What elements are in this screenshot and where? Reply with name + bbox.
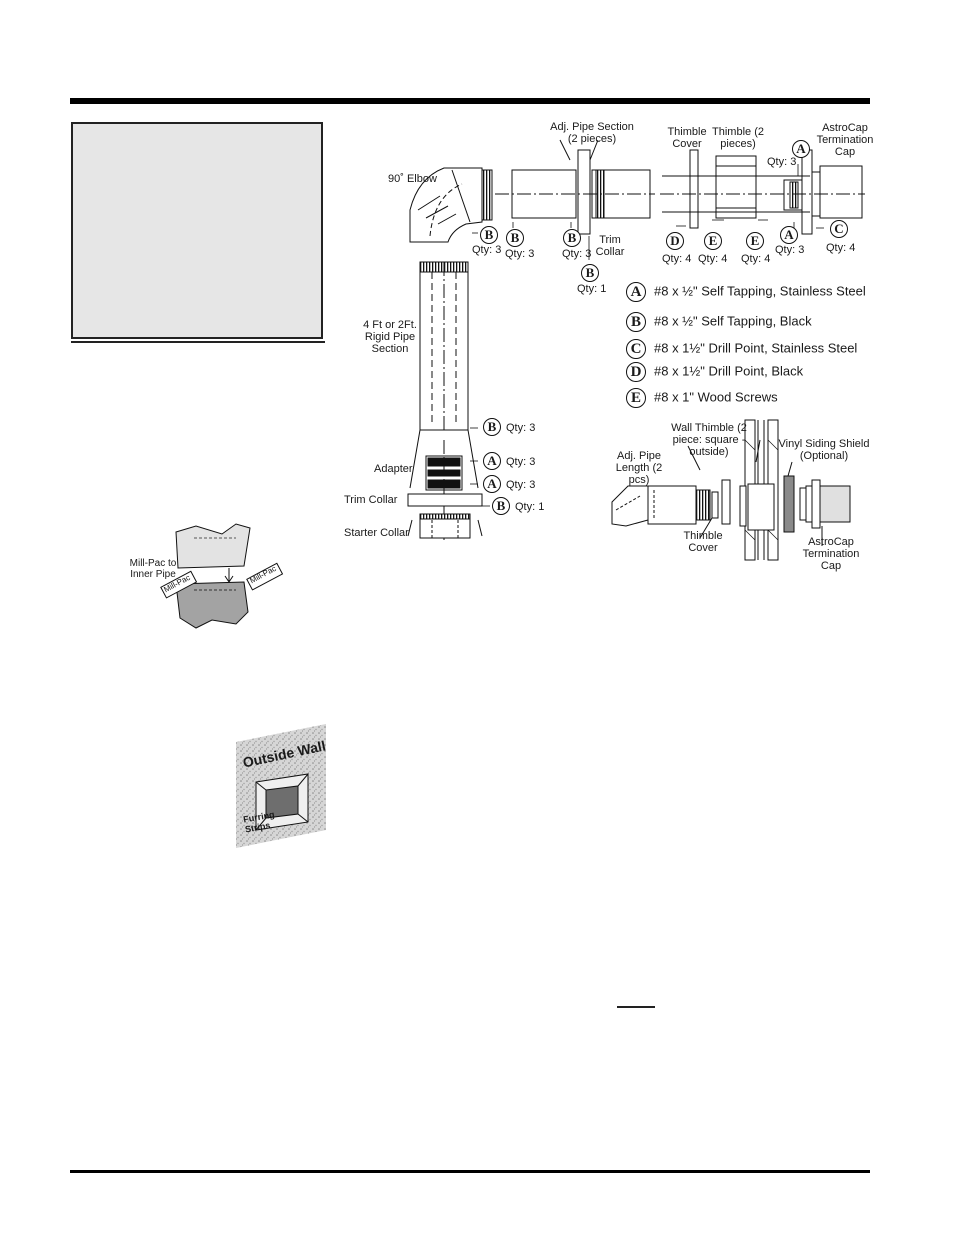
- callout-c: C: [830, 220, 848, 238]
- legend-letter-b: B: [626, 311, 646, 332]
- legend-letter-a: A: [626, 281, 646, 302]
- rigid-pipe-drawing: [419, 261, 469, 431]
- legend-letter-c: C: [626, 338, 646, 359]
- legend-letter-d: D: [626, 361, 646, 382]
- callout-pipe-b: B: [483, 418, 501, 436]
- adj-pipe-drawing: [495, 139, 655, 235]
- mill-pac-callout-label: Mill-Pac to Inner Pipe: [129, 558, 177, 580]
- callout-elbow-b: B: [480, 226, 498, 244]
- callout-e1: E: [704, 232, 722, 250]
- thimble-cover-label: Thimble Cover: [667, 126, 707, 150]
- callout-adapter-a1-qty: Qty: 3: [506, 456, 536, 468]
- thimble-label: Thimble (2 pieces): [712, 126, 764, 150]
- footer-rule: [70, 1170, 870, 1173]
- astrocap-label: AstroCap Termination Cap: [816, 122, 874, 158]
- adj-pipe-length-label: Adj. Pipe Length (2 pcs): [615, 450, 663, 486]
- trim-collar-top-label: Trim Collar: [595, 234, 625, 258]
- callout-trim-b-qty: Qty: 1: [577, 283, 607, 295]
- sidebar-note-box: [71, 122, 323, 339]
- callout-adj-b1: B: [506, 229, 524, 247]
- callout-adapter-a2-qty: Qty: 3: [506, 479, 536, 491]
- callout-a-bottom: A: [780, 226, 798, 244]
- callout-leaders: [470, 164, 824, 507]
- mill-pac-drawing: [160, 523, 284, 629]
- callout-cap-a: A: [792, 140, 810, 158]
- callout-e2: E: [746, 232, 764, 250]
- legend-text-a: #8 x ½" Self Tapping, Stainless Steel: [654, 283, 866, 299]
- wall-thimble-label: Wall Thimble (2 piece: square - outside): [671, 422, 747, 458]
- vinyl-shield-label: Vinyl Siding Shield (Optional): [778, 438, 870, 462]
- starter-collar-drawing: [407, 493, 483, 539]
- callout-adapter-a2: A: [483, 475, 501, 493]
- callout-a-bottom-qty: Qty: 3: [775, 244, 805, 256]
- starter-collar-label: Starter Collar: [344, 527, 409, 539]
- legend-item-d: D #8 x 1½" Drill Point, Black: [626, 360, 803, 382]
- legend-item-c: C #8 x 1½" Drill Point, Stainless Steel: [626, 337, 857, 359]
- legend-text-b: #8 x ½" Self Tapping, Black: [654, 313, 812, 329]
- callout-c-qty: Qty: 4: [826, 242, 856, 254]
- callout-elbow-b-qty: Qty: 3: [472, 244, 502, 256]
- note-underline: [617, 1006, 655, 1008]
- legend-text-e: #8 x 1" Wood Screws: [654, 389, 778, 405]
- thimble-cover-2-label: Thimble Cover: [683, 530, 723, 554]
- callout-adj-b1-qty: Qty: 3: [505, 248, 535, 260]
- callout-pipe-b-qty: Qty: 3: [506, 422, 536, 434]
- callout-d-qty: Qty: 4: [662, 253, 692, 265]
- legend-item-a: A #8 x ½" Self Tapping, Stainless Steel: [626, 280, 866, 302]
- astrocap-2-label: AstroCap Termination Cap: [802, 536, 860, 572]
- callout-adj-b2-qty: Qty: 3: [562, 248, 592, 260]
- callout-trim-b: B: [581, 264, 599, 282]
- header-rule: [70, 98, 870, 104]
- outside-wall-drawing: [236, 724, 326, 848]
- callout-e1-qty: Qty: 4: [698, 253, 728, 265]
- legend-letter-e: E: [626, 387, 646, 408]
- trim-collar-label: Trim Collar: [344, 494, 398, 506]
- callout-e2-qty: Qty: 4: [741, 253, 771, 265]
- adj-pipe-label: Adj. Pipe Section (2 pieces): [550, 121, 634, 145]
- callout-collar-b: B: [492, 497, 510, 515]
- legend-text-d: #8 x 1½" Drill Point, Black: [654, 363, 804, 379]
- legend-item-b: B #8 x ½" Self Tapping, Black: [626, 310, 812, 332]
- rigid-pipe-label: 4 Ft or 2Ft. Rigid Pipe Section: [363, 319, 417, 355]
- callout-cap-a-qty: Qty: 3: [767, 156, 797, 168]
- elbow-label: 90˚ Elbow: [388, 173, 437, 185]
- adapter-label: Adapter: [374, 463, 413, 475]
- elbow-drawing: [409, 167, 493, 243]
- thimble-drawing: [660, 149, 865, 235]
- wall-mount-drawing: [611, 419, 851, 561]
- legend-item-e: E #8 x 1" Wood Screws: [626, 386, 778, 408]
- callout-collar-b-qty: Qty: 1: [515, 501, 545, 513]
- callout-d: D: [666, 232, 684, 250]
- sidebar-rule: [71, 341, 325, 343]
- legend-text-c: #8 x 1½" Drill Point, Stainless Steel: [654, 340, 858, 356]
- callout-adj-b2: B: [563, 229, 581, 247]
- callout-adapter-a1: A: [483, 452, 501, 470]
